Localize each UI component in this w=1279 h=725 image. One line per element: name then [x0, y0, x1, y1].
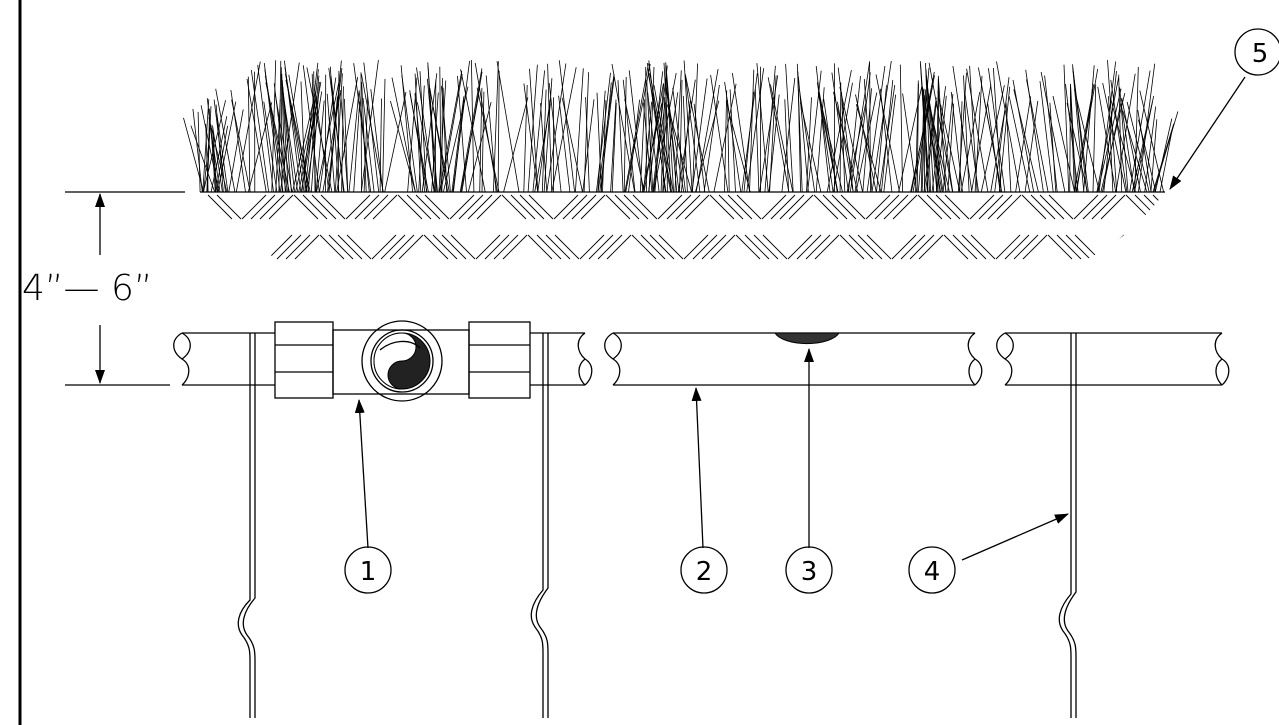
callout-1: 1 [344, 546, 392, 594]
callout-5: 5 [1234, 28, 1279, 76]
leader-2 [691, 387, 704, 549]
valve-fitting [274, 320, 531, 402]
grass-turf [183, 59, 1179, 193]
callout-2: 2 [680, 546, 728, 594]
pipe-segment-right [996, 332, 1230, 386]
leader-4 [961, 513, 1069, 561]
svg-text:2: 2 [696, 557, 713, 587]
svg-text:5: 5 [1252, 39, 1269, 69]
depth-dimension: 4”— 6” [22, 191, 185, 386]
svg-text:3: 3 [801, 557, 818, 587]
callout-3: 3 [785, 546, 833, 594]
stake-right [1058, 333, 1077, 718]
stake-left [237, 333, 256, 718]
callout-4: 4 [908, 546, 956, 594]
dimension-label: 4”— 6” [22, 268, 153, 309]
svg-text:1: 1 [360, 557, 377, 587]
stake-middle [530, 333, 549, 718]
soil-hatch [200, 194, 1165, 260]
leader-1 [354, 399, 369, 549]
pipe-segment-left [173, 332, 593, 386]
leader-5 [1169, 76, 1246, 190]
sensor-dome [774, 332, 840, 345]
pipe-segment-middle [604, 332, 983, 386]
svg-text:4: 4 [924, 557, 941, 587]
